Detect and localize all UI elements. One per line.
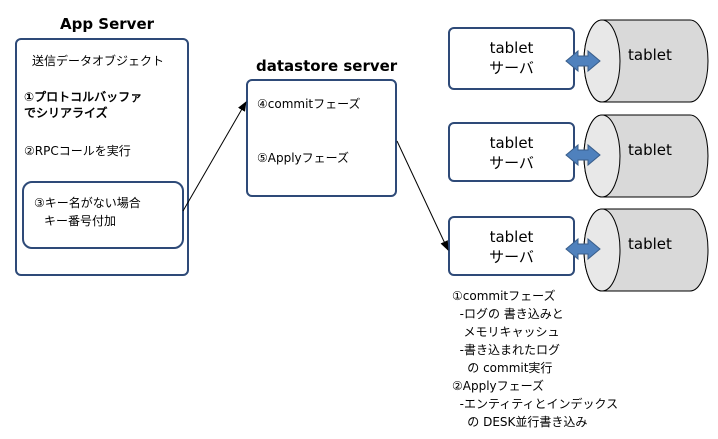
tablet-server-3-line2: サーバ	[489, 248, 534, 266]
double-arrow-1	[565, 49, 601, 73]
storage-cylinder-2	[583, 114, 709, 198]
step3-line1: ③キー名がない場合	[34, 196, 141, 210]
phase1: ④commitフェーズ	[257, 97, 361, 111]
step3-line2: キー番号付加	[44, 214, 117, 228]
datastore-server-box: ④commitフェーズ ⑤Applyフェーズ	[246, 79, 397, 197]
step2: ②RPCコールを実行	[24, 144, 131, 158]
note-line-4: -書き込まれたログ	[452, 343, 560, 357]
double-arrow-3	[565, 237, 601, 261]
note-line-3: メモリキャッシュ	[452, 325, 560, 339]
step3-box: ③キー名がない場合 キー番号付加	[22, 181, 184, 249]
tablet-server-1-line1: tablet	[489, 39, 534, 57]
notes-block: ①commitフェーズ -ログの 書き込みと メモリキャッシュ -書き込まれたロ…	[452, 287, 618, 431]
double-arrow-2	[565, 143, 601, 167]
step1-line2: でシリアライズ	[24, 106, 108, 120]
storage-label-2: tablet	[628, 141, 672, 159]
note-line-1: ①commitフェーズ	[452, 289, 556, 303]
storage-cylinder-3	[583, 208, 709, 292]
tablet-server-1-line2: サーバ	[489, 59, 534, 77]
note-line-7: -エンティティとインデックス	[452, 397, 619, 411]
app-server-box: 送信データオブジェクト ①プロトコルバッファ でシリアライズ ②RPCコールを実…	[15, 38, 189, 276]
step1-line1: ①プロトコルバッファ	[24, 90, 143, 104]
note-line-2: -ログの 書き込みと	[452, 307, 564, 321]
datastore-server-title: datastore server	[256, 57, 398, 75]
phase2: ⑤Applyフェーズ	[257, 151, 350, 165]
storage-label-3: tablet	[628, 235, 672, 253]
storage-label-1: tablet	[628, 46, 672, 64]
tablet-server-3-line1: tablet	[489, 228, 534, 246]
tablet-server-2-line2: サーバ	[489, 154, 534, 172]
tablet-server-2-line1: tablet	[489, 134, 534, 152]
arrow-app-to-datastore	[182, 101, 247, 212]
storage-cylinder-1	[583, 19, 709, 103]
note-line-5: の commit実行	[452, 361, 553, 375]
app-server-title: App Server	[60, 15, 155, 33]
tablet-server-box-3: tablet サーバ	[448, 216, 575, 276]
note-line-8: の DESK並行書き込み	[452, 415, 588, 429]
step-object: 送信データオブジェクト	[32, 54, 165, 68]
tablet-server-box-1: tablet サーバ	[448, 27, 575, 90]
arrow-datastore-to-tablet	[396, 140, 449, 251]
note-line-6: ②Applyフェーズ	[452, 379, 545, 393]
